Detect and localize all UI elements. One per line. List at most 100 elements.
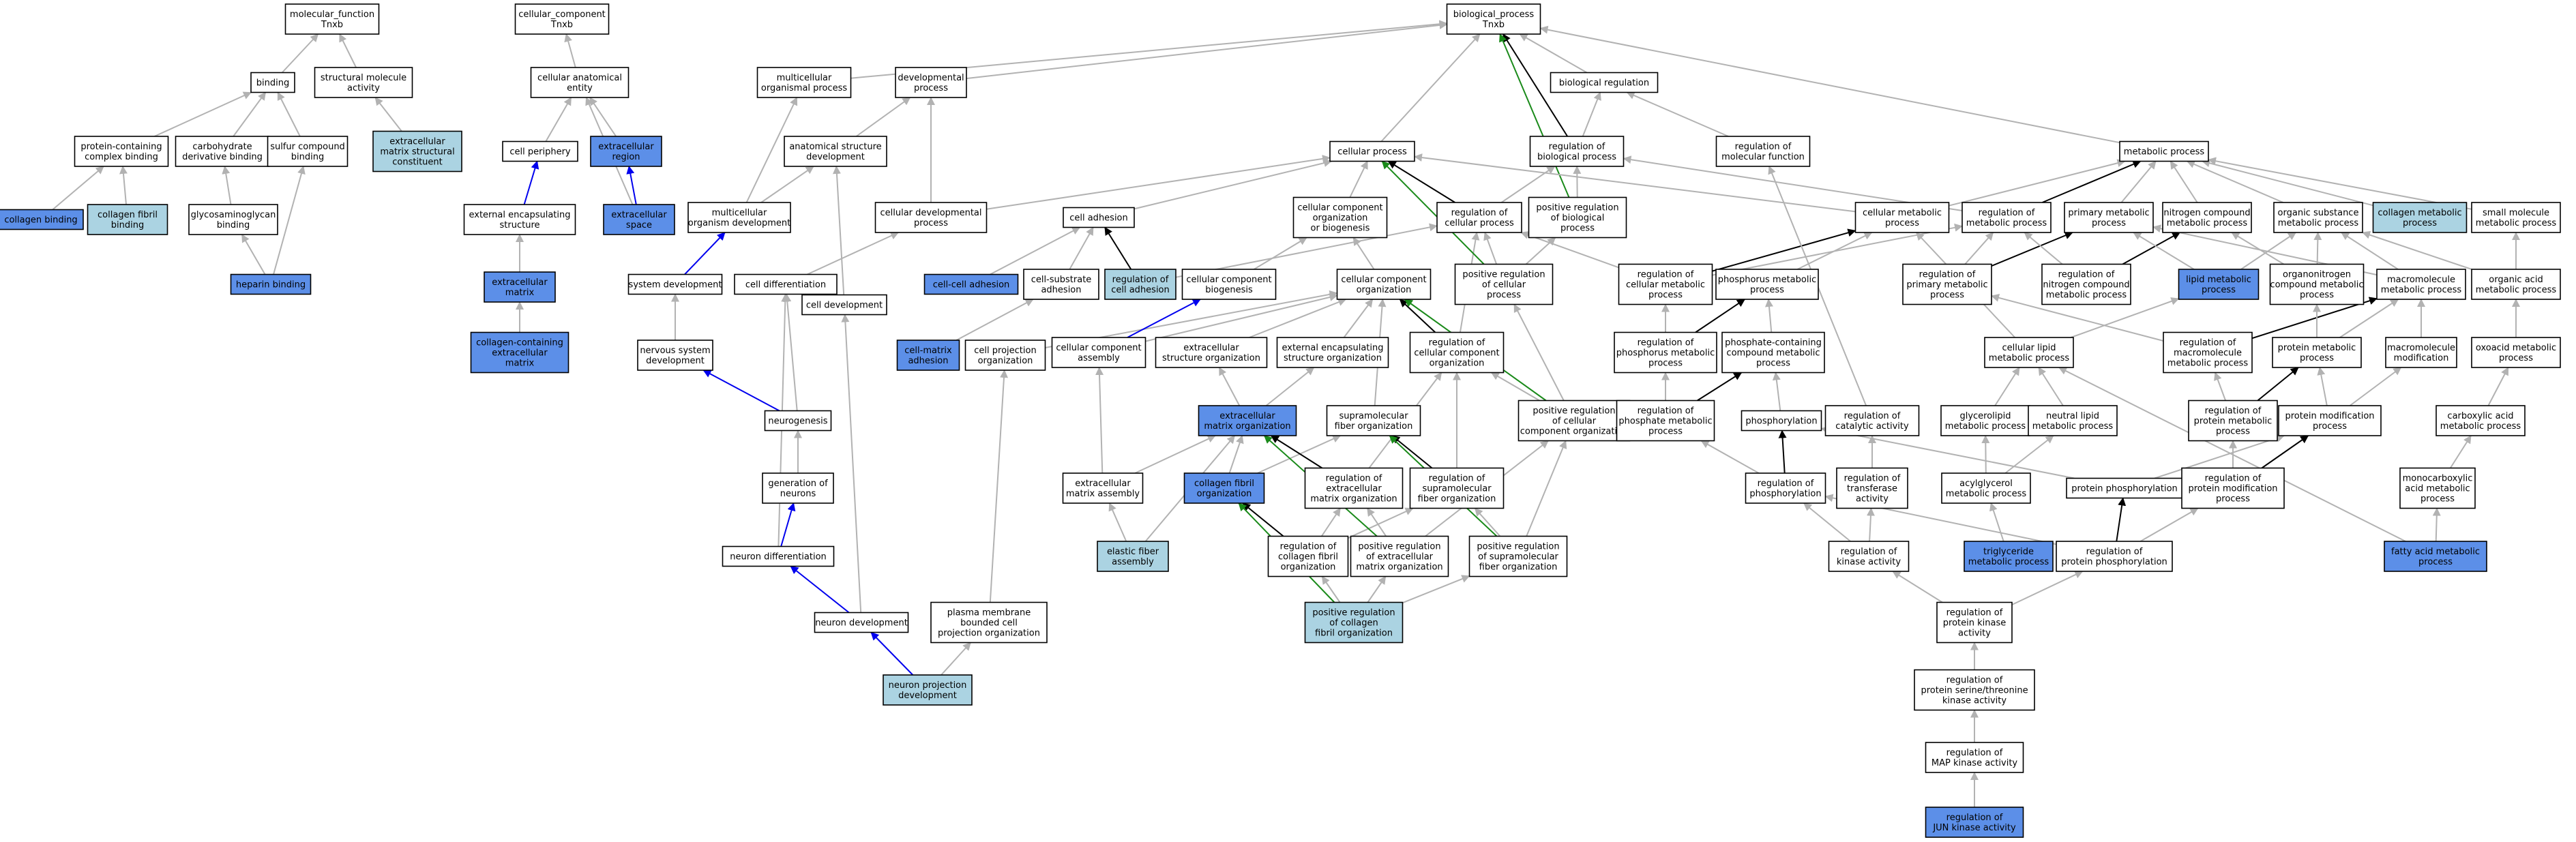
go-term-system-dev[interactable]: system development — [627, 273, 723, 295]
go-term-bio-reg[interactable]: biological regulation — [1550, 72, 1659, 93]
go-term-protein-phosphorylation[interactable]: protein phosphorylation — [2066, 477, 2183, 499]
go-term-cell-development[interactable]: cell development — [801, 294, 887, 316]
go-term-heparin-binding[interactable]: heparin binding — [230, 273, 312, 295]
go-term-cell-periphery[interactable]: cell periphery — [502, 140, 578, 162]
go-term-cell-cell-adh[interactable]: cell-cell adhesion — [923, 273, 1019, 295]
go-term-cell-diff[interactable]: cell differentiation — [734, 273, 838, 295]
go-term-neuron-dev[interactable]: neuron development — [814, 612, 909, 633]
go-term-collagen-binding[interactable]: collagen binding — [0, 209, 84, 230]
go-term-phosphorylation[interactable]: phosphorylation — [1741, 410, 1822, 432]
go-term-metabolic-process[interactable]: metabolic process — [2119, 140, 2209, 162]
go-term-binding[interactable]: binding — [250, 72, 295, 93]
go-term-cell-adhesion[interactable]: cell adhesion — [1063, 207, 1135, 228]
go-term-neurogenesis[interactable]: neurogenesis — [764, 410, 832, 432]
